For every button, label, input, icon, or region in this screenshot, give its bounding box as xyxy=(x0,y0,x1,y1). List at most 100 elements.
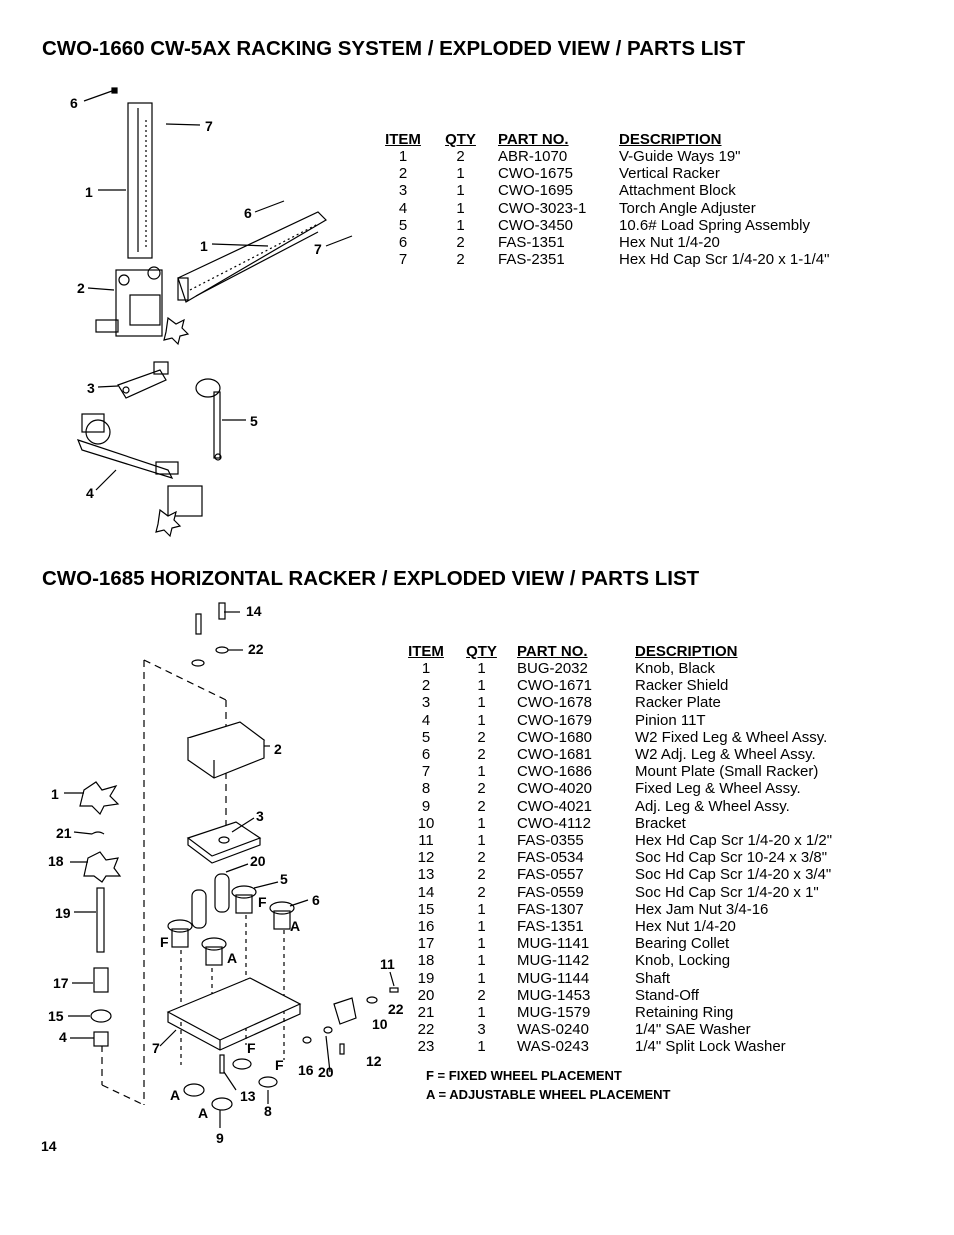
callout-label: 3 xyxy=(87,380,95,396)
cell-qty: 2 xyxy=(477,883,486,901)
cell-qty: 1 xyxy=(477,1038,486,1056)
page-number: 14 xyxy=(41,1138,57,1154)
callout-label: 7 xyxy=(314,241,322,257)
cell-qty: 1 xyxy=(477,900,486,918)
callout-label: 4 xyxy=(86,485,94,501)
cell-item: 2 xyxy=(421,677,431,695)
callout-label: 2 xyxy=(77,280,85,296)
cell-item: 11 xyxy=(418,832,434,850)
cell-description: Racker Shield xyxy=(635,677,729,695)
cell-qty: 2 xyxy=(477,797,486,815)
cell-description: Bracket xyxy=(635,814,686,832)
callout-label: 22 xyxy=(248,641,264,657)
cell-qty: 1 xyxy=(456,165,465,183)
cell-part-no: ABR-1070 xyxy=(498,148,568,165)
cell-description: Soc Hd Cap Scr 10-24 x 3/8" xyxy=(635,849,828,867)
cell-item: 22 xyxy=(417,1021,435,1039)
callout-label: 8 xyxy=(264,1103,272,1119)
header-description: DESCRIPTION xyxy=(619,131,722,148)
cell-part-no: MUG-1141 xyxy=(517,935,590,953)
cell-qty: 1 xyxy=(477,711,486,729)
cell-qty: 2 xyxy=(477,728,486,746)
cell-description: Racker Plate xyxy=(635,694,721,712)
cell-item: 1 xyxy=(421,660,431,677)
pinion xyxy=(93,1031,109,1047)
callout-label: F xyxy=(160,934,169,950)
callout-label: 18 xyxy=(48,853,64,869)
cell-qty: 2 xyxy=(477,780,486,798)
cell-item: 10 xyxy=(417,814,435,832)
cell-description: Hex Hd Cap Scr 1/4-20 x 1-1/4" xyxy=(619,251,830,269)
cell-part-no: CWO-1695 xyxy=(498,182,574,200)
cell-qty: 1 xyxy=(477,814,486,832)
cell-description: Stand-Off xyxy=(635,986,699,1004)
load-spring-assembly xyxy=(195,378,222,461)
cell-description: Mount Plate (Small Racker) xyxy=(635,763,819,781)
cell-qty: 3 xyxy=(477,1021,486,1039)
header-item: ITEM xyxy=(385,131,421,148)
callout-label: 19 xyxy=(55,905,71,921)
cell-description: Pinion 11T xyxy=(635,711,706,729)
cell-item: 3 xyxy=(398,182,408,200)
cell-qty: 2 xyxy=(477,866,486,884)
washers-22 xyxy=(191,646,229,667)
bracket xyxy=(333,997,357,1025)
cell-part-no: CWO-1679 xyxy=(517,711,593,729)
cell-item: 17 xyxy=(417,935,435,953)
cell-part-no: WAS-0243 xyxy=(517,1038,589,1056)
cell-item: 15 xyxy=(417,900,435,918)
locking-knob xyxy=(83,851,122,883)
cell-item: 6 xyxy=(398,234,408,252)
cell-item: 14 xyxy=(417,883,435,901)
callout-label: 22 xyxy=(388,1001,404,1017)
cell-description: 10.6# Load Spring Assembly xyxy=(619,216,810,234)
cell-item: 5 xyxy=(421,728,431,746)
cell-item: 19 xyxy=(417,969,435,987)
callout-label: A xyxy=(227,950,237,966)
cell-qty: 2 xyxy=(456,251,465,269)
callout-label: F xyxy=(275,1057,284,1073)
adjustable-wheel-note: A = ADJUSTABLE WHEEL PLACEMENT xyxy=(426,1087,671,1102)
header-qty: QTY xyxy=(466,643,497,660)
callout-label: 15 xyxy=(48,1008,64,1024)
callout-label: 7 xyxy=(152,1040,160,1056)
cell-description: 1/4" Split Lock Washer xyxy=(635,1038,786,1056)
callout-label: 12 xyxy=(366,1053,382,1069)
cell-description: Bearing Collet xyxy=(635,935,730,953)
cell-part-no: CWO-1686 xyxy=(517,763,593,781)
cell-item: 20 xyxy=(417,986,435,1004)
shaft xyxy=(96,887,105,953)
cell-part-no: MUG-1579 xyxy=(517,1004,591,1022)
callout-label: 6 xyxy=(70,95,78,111)
cell-part-no: MUG-1144 xyxy=(517,969,590,987)
cell-qty: 2 xyxy=(456,148,465,165)
header-qty: QTY xyxy=(445,131,476,148)
cell-part-no: FAS-1307 xyxy=(517,900,584,918)
callout-label: 3 xyxy=(256,808,264,824)
callout-label: 5 xyxy=(250,413,258,429)
cell-part-no: FAS-1351 xyxy=(517,918,584,936)
cell-part-no: FAS-1351 xyxy=(498,234,565,252)
callout-label: 5 xyxy=(280,871,288,887)
callout-label: 13 xyxy=(240,1088,256,1104)
cell-qty: 1 xyxy=(477,832,486,850)
mount-plate xyxy=(166,977,302,1051)
cell-part-no: FAS-0559 xyxy=(517,883,584,901)
callout-label: 2 xyxy=(274,741,282,757)
torch-angle-adjuster xyxy=(76,413,203,538)
callout-label: 6 xyxy=(312,892,320,908)
cell-description: Knob, Locking xyxy=(635,952,731,970)
cell-part-no: MUG-1142 xyxy=(517,952,590,970)
